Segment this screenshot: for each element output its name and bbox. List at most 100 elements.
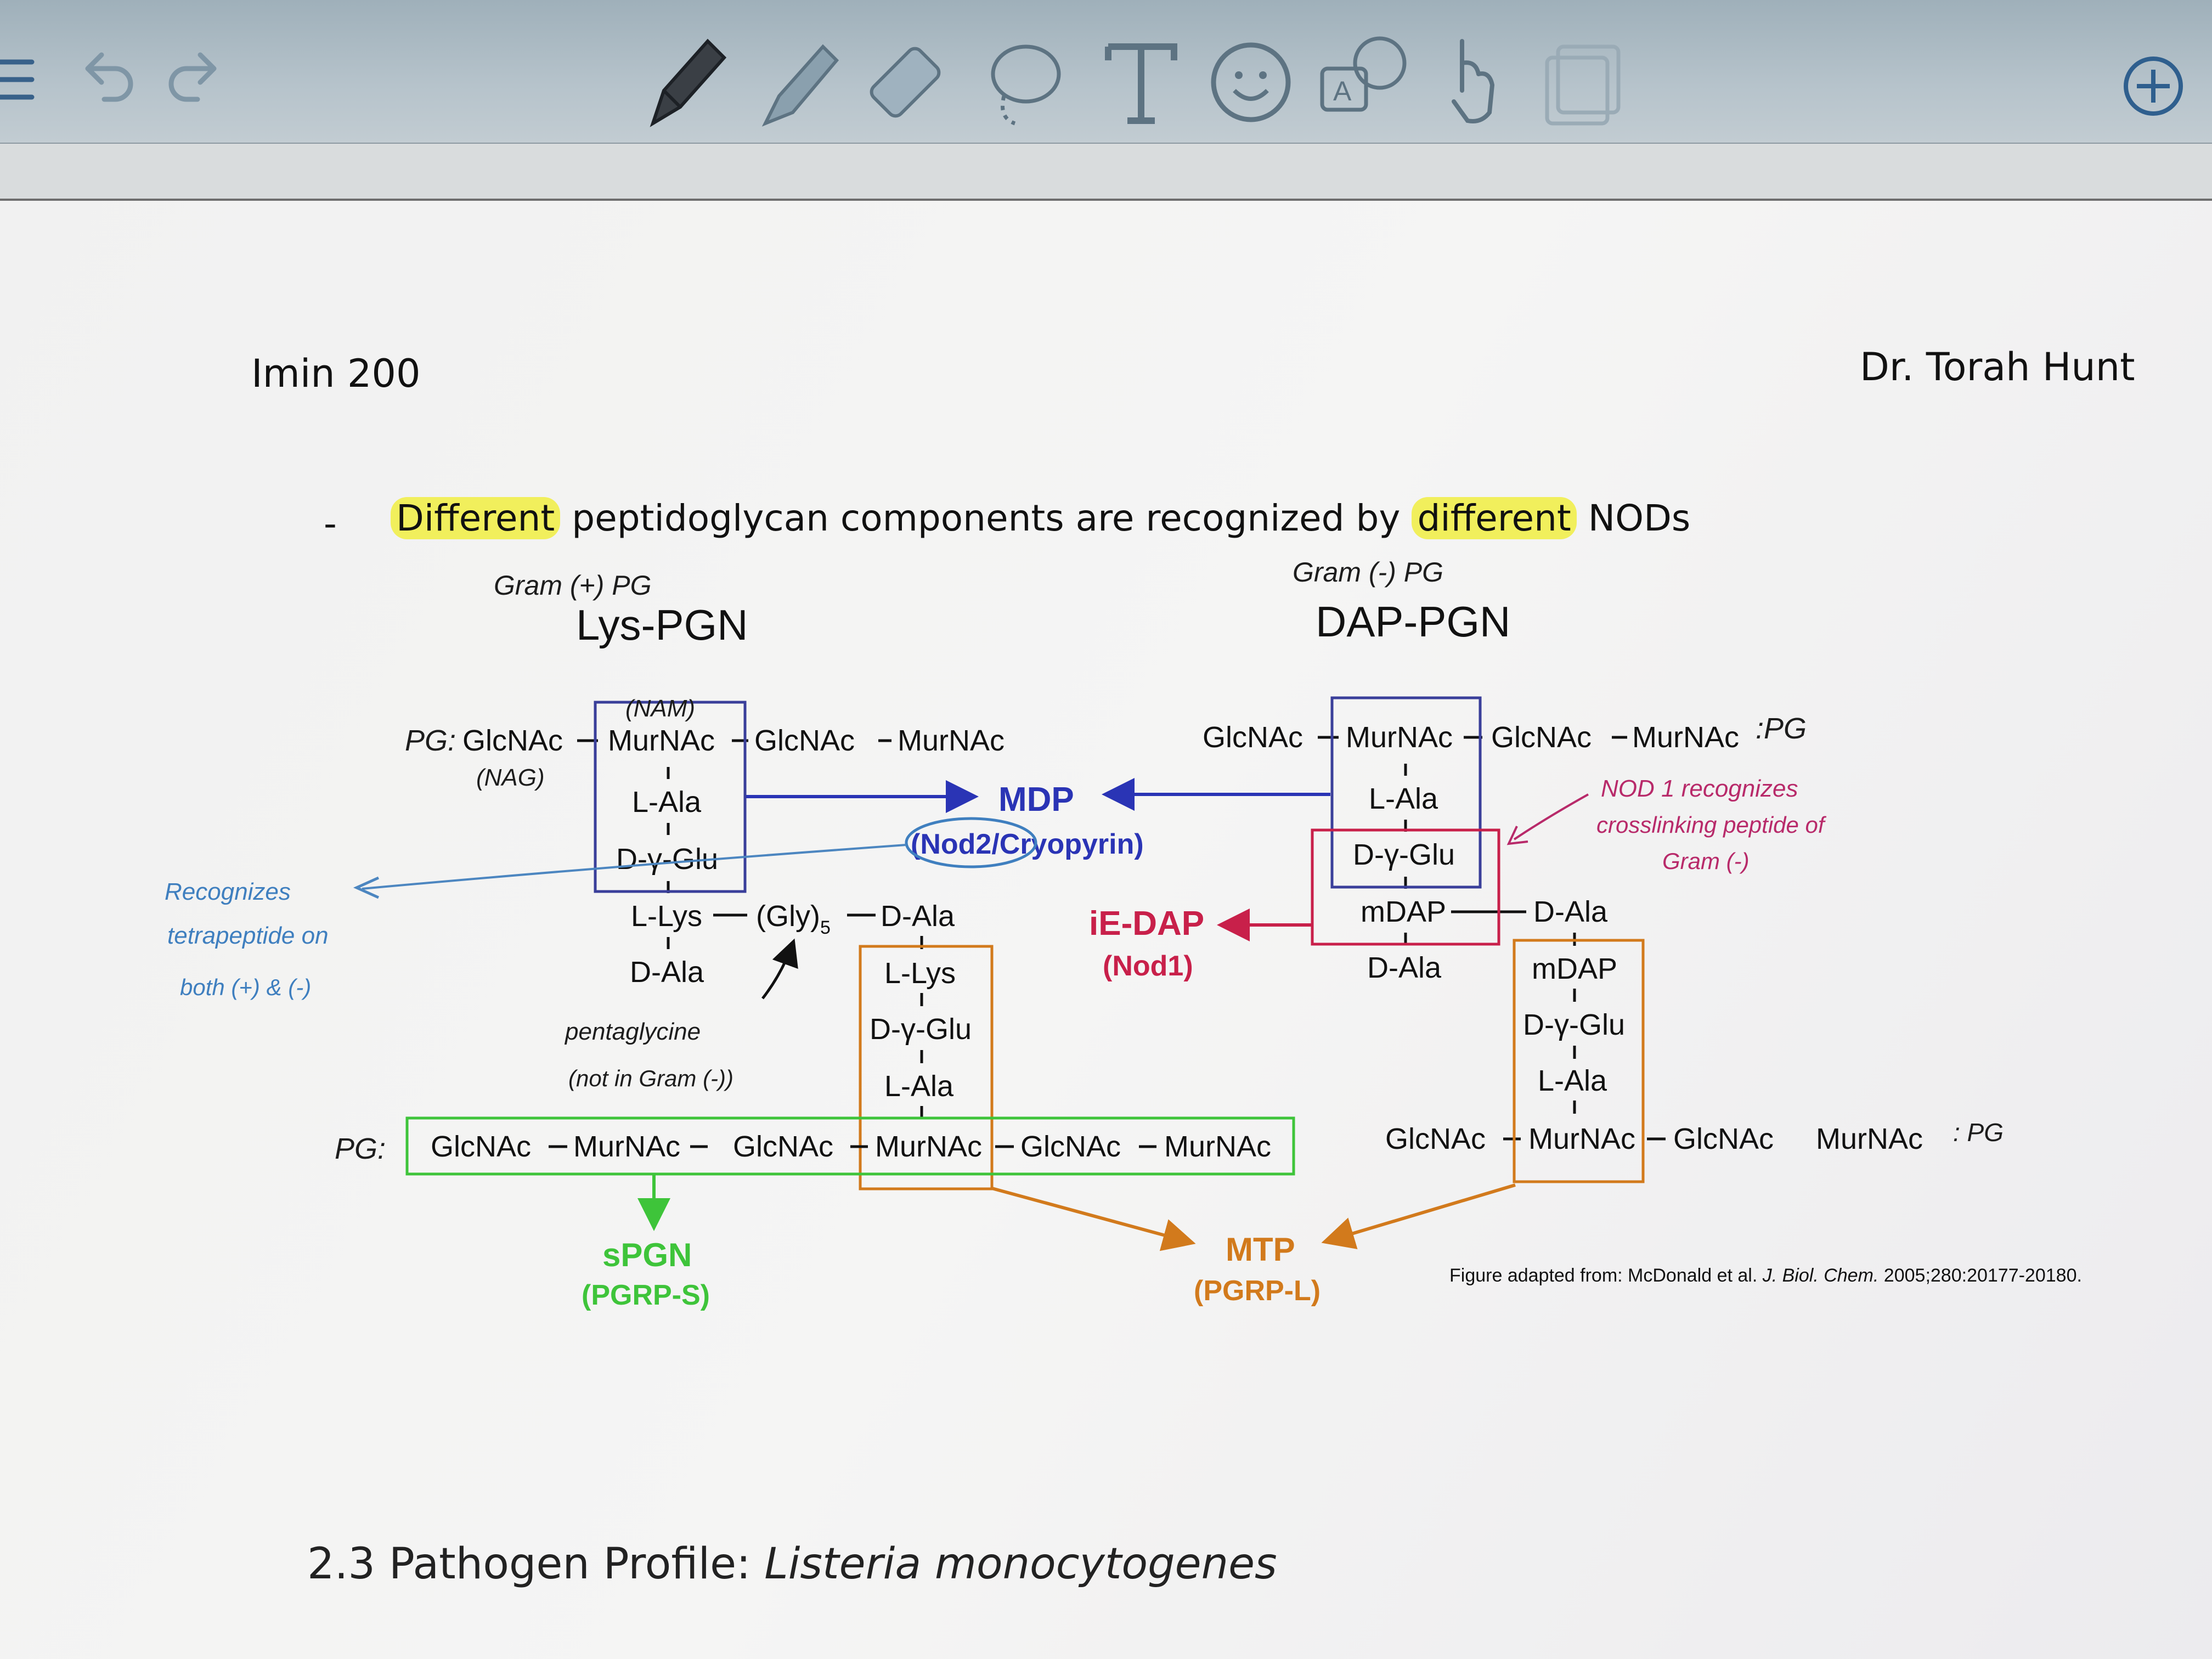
recognizes-note-1: Recognizes [165, 878, 291, 905]
eraser-icon[interactable] [867, 30, 955, 129]
sticker-icon[interactable] [1207, 30, 1295, 129]
pgrp-l-label: (PGRP-L) [1194, 1275, 1321, 1307]
nod1-note-2: crosslinking peptide of [1596, 812, 1827, 838]
nod1-note-1: NOD 1 recognizes [1601, 775, 1798, 802]
organism-name: Listeria monocytogenes [764, 1539, 1277, 1589]
text-icon[interactable] [1103, 30, 1180, 129]
document-page[interactable]: Imin 200 Dr. Torah Hunt - Different pept… [0, 201, 2212, 1659]
mtp-arrow-left [991, 1187, 1196, 1251]
dap-mdap: mDAP [1361, 895, 1446, 928]
bullet-dash: - [324, 503, 337, 545]
dap-glcnac-1: GlcNAc [1203, 721, 1303, 754]
dap-pgn-title: DAP-PGN [1316, 597, 1510, 646]
dap-mtp-box [1513, 939, 1645, 1183]
nod2-circle [905, 817, 1037, 868]
bottom-glcnac-2: GlcNAc [733, 1130, 833, 1163]
bridge-d-ala: D-Ala [881, 900, 955, 933]
lys-d-ala: D-Ala [630, 956, 704, 989]
page-divider-bar [0, 144, 2212, 201]
highlight-different-2: different [1412, 497, 1577, 539]
nod1-label: (Nod1) [1103, 950, 1193, 982]
recognizes-note-2: tetrapeptide on [167, 922, 329, 949]
add-icon[interactable] [2118, 30, 2189, 118]
bottom-murnac-1: MurNAc [573, 1130, 680, 1163]
nod1-note-arrow [1513, 793, 1589, 840]
lys-murnac-2: MurNAc [898, 724, 1005, 757]
dap-glcnac-2: GlcNAc [1491, 721, 1592, 754]
pentaglycine-arrow [761, 938, 798, 1000]
hand-icon[interactable] [1437, 30, 1509, 129]
dap-bottom-glcnac-1: GlcNAc [1385, 1122, 1486, 1155]
pentaglycine-note: pentaglycine [564, 1018, 701, 1045]
nag-note: (NAG) [476, 764, 545, 791]
dap-bottom-glcnac-2: GlcNAc [1673, 1122, 1774, 1155]
dap-bottom-murnac-2: MurNAc [1816, 1122, 1923, 1155]
lys-murnac-1: MurNAc [608, 724, 715, 757]
dap-d-ala: D-Ala [1367, 951, 1442, 984]
course-code: Imin 200 [251, 351, 421, 396]
lys-glcnac-1: GlcNAc [462, 724, 563, 757]
gly-bridge: (Gly)5 [756, 900, 831, 938]
bottom-glcnac-3: GlcNAc [1020, 1130, 1121, 1163]
spgn-label: sPGN [602, 1237, 692, 1273]
lys-l-ala: L-Ala [632, 786, 702, 819]
dap-lower-mdap: mDAP [1532, 952, 1617, 985]
lys-mtp-box [859, 945, 994, 1190]
section-title: 2.3 Pathogen Profile: Listeria monocytog… [307, 1539, 1277, 1589]
bottom-murnac-3: MurNAc [1164, 1130, 1271, 1163]
image-icon[interactable] [1542, 30, 1629, 129]
mdp-label: MDP [998, 781, 1074, 819]
figure-citation: Figure adapted from: McDonald et al. J. … [1449, 1265, 2082, 1286]
nod1-note-3: Gram (-) [1662, 848, 1750, 874]
highlight-different-1: Different [391, 497, 561, 539]
lower-d-glu: D-γ-Glu [870, 1013, 972, 1046]
undo-icon[interactable] [71, 30, 137, 107]
bullet-sentence: Different peptidoglycan components are r… [391, 497, 1690, 539]
section-label: 2.3 Pathogen Profile: [307, 1539, 765, 1589]
gram-negative-note: Gram (-) PG [1293, 557, 1443, 588]
gram-positive-note: Gram (+) PG [494, 570, 652, 601]
pg-label-bottom-right: : PG [1953, 1118, 2004, 1147]
menu-icon[interactable] [0, 30, 38, 107]
recognizes-arrow [362, 844, 907, 890]
bottom-murnac-2: MurNAc [875, 1130, 982, 1163]
iedap-label: iE-DAP [1089, 905, 1204, 943]
instructor-name: Dr. Torah Hunt [1860, 345, 2135, 390]
highlighter-icon[interactable] [757, 30, 845, 129]
dap-lower-l-ala: L-Ala [1538, 1064, 1607, 1097]
pen-icon[interactable] [642, 30, 730, 129]
lys-glcnac-2: GlcNAc [754, 724, 855, 757]
lower-l-lys: L-Lys [884, 957, 956, 990]
pg-label-top: PG: [405, 724, 456, 757]
dap-l-ala: L-Ala [1369, 782, 1438, 815]
lower-l-ala: L-Ala [884, 1070, 954, 1103]
sentence-end: NODs [1576, 497, 1691, 539]
lys-l-lys: L-Lys [631, 900, 702, 933]
app-toolbar: A [0, 0, 2212, 144]
translate-icon[interactable]: A [1317, 30, 1410, 129]
redo-icon[interactable] [165, 30, 230, 107]
pentaglycine-note-2: (not in Gram (-)) [568, 1065, 733, 1091]
nam-note: (NAM) [625, 695, 695, 722]
pg-label-bottom: PG: [335, 1132, 386, 1165]
recognizes-arrowhead [353, 876, 380, 899]
lasso-icon[interactable] [982, 30, 1070, 129]
lys-d-glu: D-γ-Glu [616, 843, 718, 876]
bottom-glcnac-1: GlcNAc [431, 1130, 531, 1163]
dap-cross-d-ala: D-Ala [1533, 895, 1608, 928]
dap-d-glu: D-γ-Glu [1353, 838, 1455, 871]
recognizes-note-3: both (+) & (-) [180, 974, 311, 1000]
svg-text:A: A [1333, 76, 1352, 106]
iedap-box [1311, 828, 1500, 946]
pg-label-right: :PG [1756, 712, 1807, 745]
lys-pgn-title: Lys-PGN [576, 601, 748, 649]
dap-bottom-murnac-1: MurNAc [1528, 1122, 1635, 1155]
mtp-arrow-right [1321, 1183, 1516, 1250]
dap-murnac-1: MurNAc [1346, 721, 1453, 754]
pgrp-s-label: (PGRP-S) [582, 1279, 710, 1311]
sentence-middle: peptidoglycan components are recognized … [560, 497, 1412, 539]
nod1-note-arrowhead [1506, 826, 1528, 845]
dap-lower-d-glu: D-γ-Glu [1523, 1008, 1625, 1041]
spgn-box [405, 1116, 1295, 1176]
